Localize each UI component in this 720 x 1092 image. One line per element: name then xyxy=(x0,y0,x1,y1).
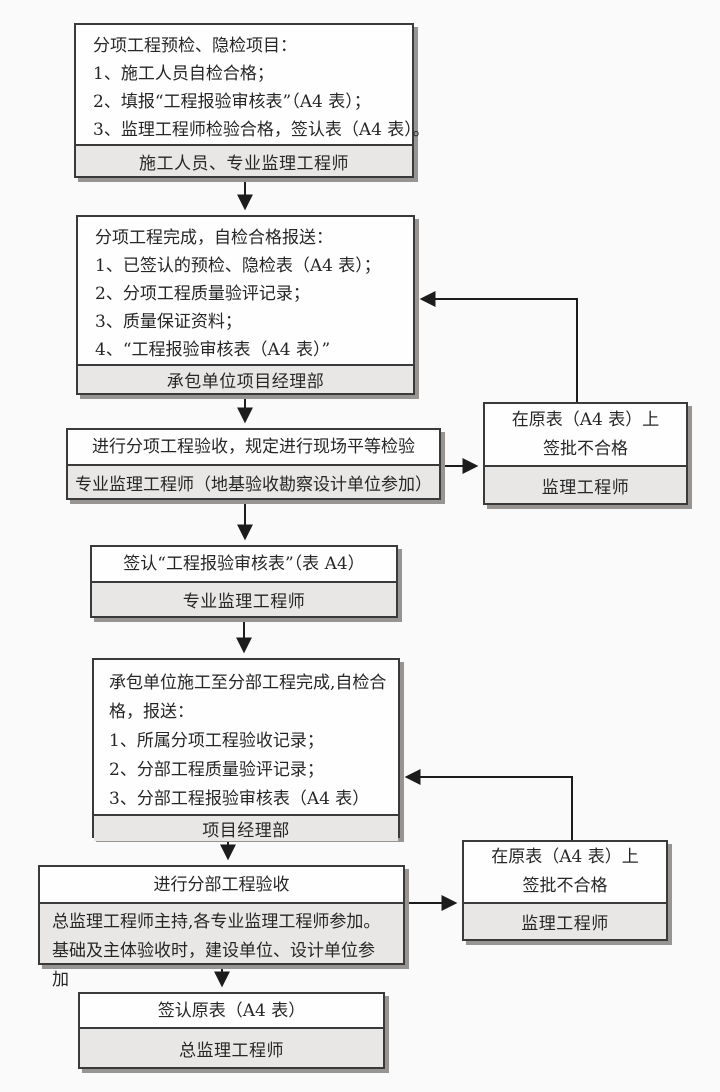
text-line: 1、已签认的预检、隐检表（A4 表）； xyxy=(95,256,381,276)
node-complete-report: 分项工程完成，自检合格报送： 1、已签认的预检、隐检表（A4 表）； 2、分项工… xyxy=(76,215,415,395)
node-sign-original: 签认原表（A4 表） 总监理工程师 xyxy=(78,992,385,1069)
actor-band: 总监理工程师 xyxy=(80,1027,383,1067)
actor-band: 监理工程师 xyxy=(464,902,666,939)
actor-band: 专业监理工程师 xyxy=(92,581,396,616)
node-reject2-content: 在原表（A4 表）上 签批不合格 xyxy=(464,842,666,902)
arrow-reject2-back-to-subdivision-report xyxy=(404,769,573,840)
text-line: 分项工程完成，自检合格报送： xyxy=(95,228,333,248)
text-line: 3、分部工程报验审核表（A4 表） xyxy=(109,789,370,809)
node-sign-original-title: 签认原表（A4 表） xyxy=(157,1000,306,1021)
actor-band: 专业监理工程师（地基验收勘察设计单位参加） xyxy=(68,464,439,498)
text-line: 4、“工程报验审核表（A4 表）” xyxy=(95,340,331,360)
node-precheck-content: 分项工程预检、隐检项目： 1、施工人员自检合格； 2、填报“工程报验审核表”（A… xyxy=(76,25,430,144)
text-line: 在原表（A4 表）上 xyxy=(491,847,639,867)
text-line: 1、所属分项工程验收记录； xyxy=(109,731,324,751)
node-complete-report-content: 分项工程完成，自检合格报送： 1、已签认的预检、隐检表（A4 表）； 2、分项工… xyxy=(78,217,413,364)
node-precheck: 分项工程预检、隐检项目： 1、施工人员自检合格； 2、填报“工程报验审核表”（A… xyxy=(74,23,430,178)
node-subdivision-acceptance-title: 进行分部工程验收 xyxy=(153,874,290,895)
text-line: 2、填报“工程报验审核表”（A4 表）； xyxy=(93,92,371,112)
node-subitem-acceptance: 进行分项工程验收，规定进行现场平等检验 专业监理工程师（地基验收勘察设计单位参加… xyxy=(66,428,441,500)
text-line: 签批不合格 xyxy=(543,438,628,459)
node-sign-form: 签认“工程报验审核表”（表 A4） 专业监理工程师 xyxy=(90,545,398,618)
text-line: 分项工程预检、隐检项目： xyxy=(93,36,297,56)
text-line: 2、分项工程质量验评记录； xyxy=(95,284,310,304)
actor-band: 承包单位项目经理部 xyxy=(78,364,413,393)
node-subdivision-acceptance: 进行分部工程验收 总监理工程师主持,各专业监理工程师参加。基础及主体验收时，建设… xyxy=(38,865,405,990)
node-subitem-acceptance-title: 进行分项工程验收，规定进行现场平等检验 xyxy=(92,437,415,457)
text-line: 2、分部工程质量验评记录； xyxy=(109,760,324,780)
text-line: 3、监理工程师检验合格，签认表（A4 表）。 xyxy=(93,120,430,140)
text-line: 在原表（A4 表）上 xyxy=(511,409,660,430)
node-reject2: 在原表（A4 表）上 签批不合格 监理工程师 xyxy=(462,840,668,941)
actor-band: 总监理工程师主持,各专业监理工程师参加。基础及主体验收时，建设单位、设计单位参加 xyxy=(40,902,403,990)
arrow-reject1-back-to-complete xyxy=(419,291,578,402)
text-line: 1、施工人员自检合格； xyxy=(93,64,274,84)
node-sign-form-title: 签认“工程报验审核表”（表 A4） xyxy=(123,554,365,574)
actor-band: 监理工程师 xyxy=(485,465,686,503)
actor-band: 项目经理部 xyxy=(94,814,398,841)
node-subdivision-report-content: 承包单位施工至分部工程完成,自检合格，报送： 1、所属分项工程验收记录； 2、分… xyxy=(94,660,398,814)
actor-band: 施工人员、专业监理工程师 xyxy=(76,144,412,176)
node-subdivision-report: 承包单位施工至分部工程完成,自检合格，报送： 1、所属分项工程验收记录； 2、分… xyxy=(92,658,400,841)
text-line: 承包单位施工至分部工程完成,自检合格，报送： xyxy=(109,673,387,722)
text-line: 3、质量保证资料； xyxy=(95,312,242,332)
text-line: 签批不合格 xyxy=(522,876,608,896)
node-reject1-content: 在原表（A4 表）上 签批不合格 xyxy=(485,404,686,465)
node-reject1: 在原表（A4 表）上 签批不合格 监理工程师 xyxy=(483,402,688,505)
